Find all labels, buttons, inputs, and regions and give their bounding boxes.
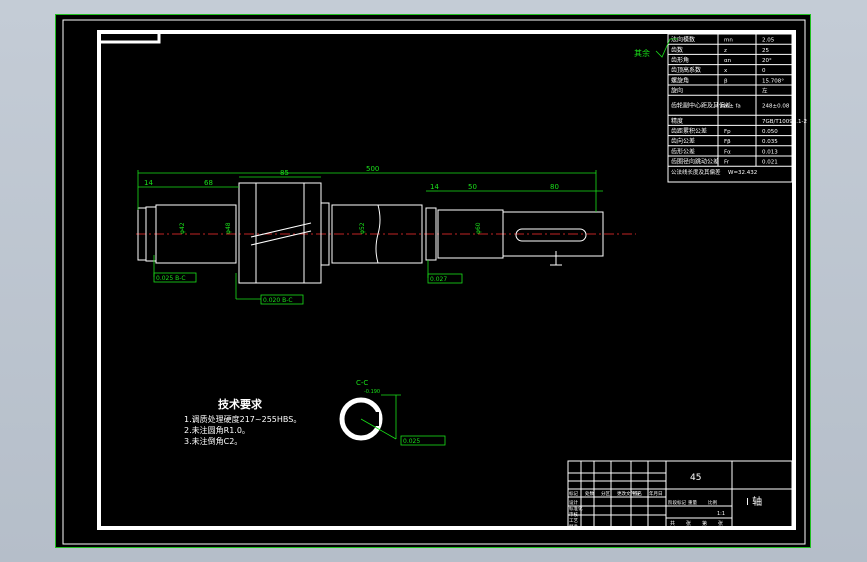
gear-row-symbol: mn xyxy=(724,38,733,44)
title-block-header: 分区 xyxy=(601,490,610,497)
gear-row-name: 齿向公差 xyxy=(671,137,695,145)
segment-dimension: 68 xyxy=(204,179,213,187)
border-frame xyxy=(97,30,796,530)
title-block-header: 处数 xyxy=(585,490,594,497)
gear-row-symbol: αn xyxy=(724,58,732,64)
segment-dimension: 14 xyxy=(430,183,439,191)
gear-row-value: 20° xyxy=(762,58,772,64)
diameter-label: φ42 xyxy=(179,222,186,234)
gear-row-value: 248±0.08 xyxy=(762,104,790,110)
segment-dimension: 50 xyxy=(468,183,477,191)
tolerance-frame-1: 0.025 B-C xyxy=(153,255,197,283)
title-block-role: 标准化 xyxy=(569,505,583,512)
svg-text:0.027: 0.027 xyxy=(430,276,447,283)
title-block-stage: 重量 xyxy=(688,499,697,506)
shaft-body xyxy=(136,182,636,284)
title-block-sheet: 共 xyxy=(670,520,675,527)
technical-notes: 技术要求 1.调质处理硬度217~255HBS。 2.未注圆角R1.0。 3.未… xyxy=(184,397,301,446)
diameter-label: φ52 xyxy=(359,222,366,234)
title-block-role: 审核 xyxy=(569,511,578,518)
svg-text:0.025 B-C: 0.025 B-C xyxy=(156,275,186,282)
cad-viewport[interactable]: 法向模数 mn 2.05 齿数 z 25 齿形角 αn 20° 齿顶高系数 x 0 螺旋角 β 15.708… xyxy=(55,14,811,548)
title-block-role: 设计 xyxy=(569,499,578,506)
segment-dimension: 80 xyxy=(550,183,559,191)
gear-row-name: 齿圈径向跳动公差 xyxy=(671,158,719,166)
gear-row-value: 0.021 xyxy=(762,160,778,166)
gear-row-value: 0.013 xyxy=(762,149,778,155)
svg-text:0.020 B-C: 0.020 B-C xyxy=(263,297,293,304)
gear-row-value: 0.050 xyxy=(762,129,778,135)
dim-total-length: 500 xyxy=(366,165,379,173)
notes-heading: 技术要求 xyxy=(218,397,263,411)
title-block-header: 更改文件号 xyxy=(617,490,640,497)
gear-row-name: 公法线长度及其偏差 xyxy=(671,168,721,176)
title-block-stage: 比例 xyxy=(708,499,717,506)
title-block-header: 签名 xyxy=(633,490,642,497)
gear-row-symbol: x xyxy=(724,68,728,74)
segment-dimension: 14 xyxy=(144,179,153,187)
note-3: 3.未注倒角C2。 xyxy=(184,436,242,446)
gear-row-value: W=32.432 xyxy=(728,170,757,176)
gear-row-value: 左 xyxy=(762,87,768,95)
outer-frame xyxy=(62,19,806,545)
svg-text:C-C: C-C xyxy=(356,379,368,387)
gear-row-name: 精度 xyxy=(671,117,683,125)
gear-row-value: 25 xyxy=(762,48,769,54)
section-c-c: C-C -0.190 0.025 xyxy=(339,379,446,446)
diameter-label: φ60 xyxy=(475,222,482,234)
gear-row-name: 齿距累积公差 xyxy=(671,127,707,135)
roughness-symbol xyxy=(655,38,678,58)
gear-row-name: 螺旋角 xyxy=(671,76,689,84)
gear-row-symbol: a ± fa xyxy=(724,104,741,110)
gear-row-value: 0.035 xyxy=(762,139,778,145)
gear-row-symbol: Fr xyxy=(724,160,730,166)
title-block-header: 年月日 xyxy=(649,490,663,497)
svg-text:-0.190: -0.190 xyxy=(364,389,380,395)
gear-row-name: 齿形公差 xyxy=(671,147,695,155)
gear-row-symbol: Fα xyxy=(724,149,731,155)
shaft-drawing: 法向模数 mn 2.05 齿数 z 25 齿形角 αn 20° 齿顶高系数 x 0 螺旋角 β 15.708… xyxy=(62,19,807,545)
gear-row-name: 法向模数 xyxy=(671,36,695,44)
gear-row-value: 7GB/T10095.1-2 xyxy=(762,119,807,125)
part-name: I 轴 xyxy=(746,495,762,508)
title-block-header: 标记 xyxy=(569,490,578,497)
svg-text:0.025: 0.025 xyxy=(403,438,420,445)
title-block-sheet: 第 xyxy=(702,520,707,527)
title-block-sheet: 张 xyxy=(686,520,691,527)
gear-row-name: 齿形角 xyxy=(671,56,689,64)
segment-dimension: 85 xyxy=(280,169,289,177)
note-2: 2.未注圆角R1.0。 xyxy=(184,425,250,435)
title-block-role: 批准 xyxy=(569,523,578,530)
gear-row-name: 齿轮副中心距及其偏差 xyxy=(671,102,731,110)
tolerance-frame-2: 0.020 B-C xyxy=(235,273,304,305)
roughness-note: 其余 xyxy=(634,48,650,58)
title-block-sheet: 张 xyxy=(718,520,723,527)
gear-row-value: 2.05 xyxy=(762,38,775,44)
material: 45 xyxy=(690,473,701,483)
code-tab xyxy=(97,30,161,44)
gear-row-value: 0 xyxy=(762,68,766,74)
diameter-label: φ48 xyxy=(225,222,232,234)
title-block: 标记处数分区更改文件号签名年月日设计标准化审核工艺批准阶段标记重量比例共张第张 … xyxy=(567,460,793,530)
gear-row-name: 旋向 xyxy=(671,87,683,95)
gear-row-name: 齿顶高系数 xyxy=(671,66,701,74)
tolerance-frame-3: 0.027 xyxy=(427,260,463,284)
gear-row-name: 齿数 xyxy=(671,46,683,54)
gear-row-symbol: Fp xyxy=(724,129,731,135)
title-block-stage: 阶段标记 xyxy=(668,499,686,506)
gear-parameter-table: 法向模数 mn 2.05 齿数 z 25 齿形角 αn 20° 齿顶高系数 x 0 螺旋角 β 15.708… xyxy=(667,33,807,183)
title-block-role: 工艺 xyxy=(569,518,578,524)
gear-row-symbol: β xyxy=(724,78,728,84)
scale: 1:1 xyxy=(717,511,725,517)
gear-row-value: 15.708° xyxy=(762,78,784,84)
dimension-lines: 500 14 68 85 14 50 80 xyxy=(137,165,603,212)
note-1: 1.调质处理硬度217~255HBS。 xyxy=(184,414,301,424)
gear-row-symbol: Fβ xyxy=(724,139,731,145)
diameter-labels: φ42 φ48 φ52 φ60 xyxy=(179,222,482,234)
gear-row-symbol: z xyxy=(724,48,727,54)
